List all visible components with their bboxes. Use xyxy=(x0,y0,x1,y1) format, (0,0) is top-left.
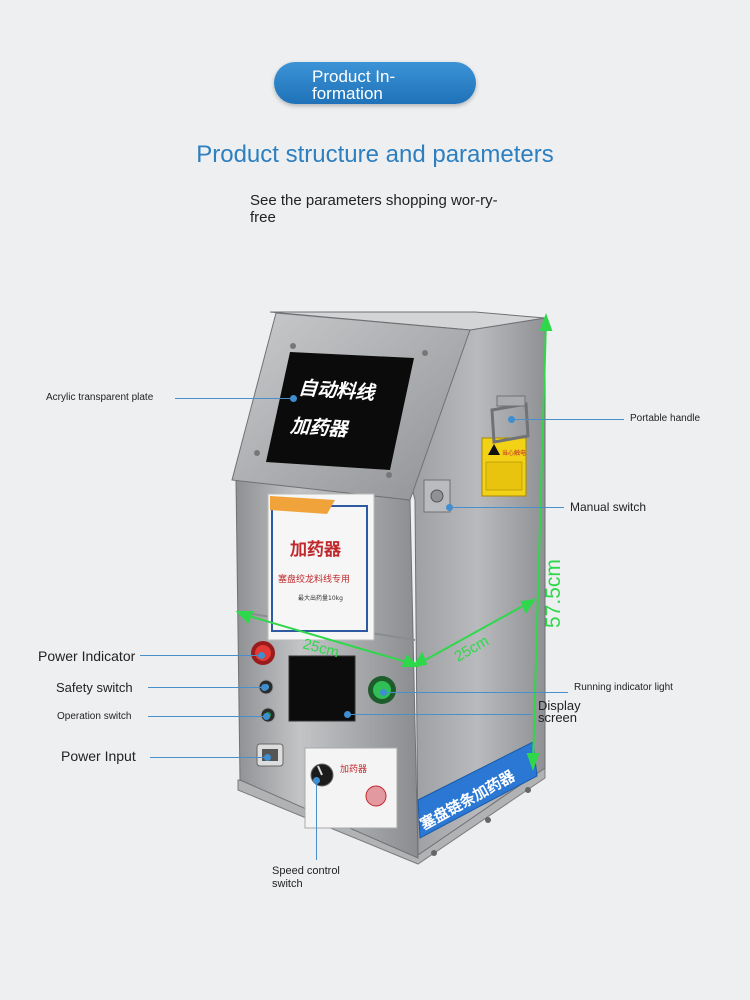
badge-label: Product In-formation xyxy=(312,67,396,103)
page-title: Product structure and parameters xyxy=(196,141,554,168)
dimension-height xyxy=(526,313,553,771)
display-screen xyxy=(288,655,356,722)
label-power-input: Power Input xyxy=(61,748,136,764)
front-label-sub: 塞盘绞龙料线专用 xyxy=(278,573,350,585)
product-information-badge: Product In-formation xyxy=(274,62,476,104)
display-text-line2: 加药器 xyxy=(289,415,350,441)
side-banner xyxy=(417,741,538,839)
label-speed-switch: Speed control switch xyxy=(272,865,340,890)
display-text-line1: 自动料线 xyxy=(298,377,377,404)
height-dimension-label: 57.5cm xyxy=(542,559,565,628)
label-power-indicator: Power Indicator xyxy=(38,648,136,664)
acrylic-display-panel xyxy=(266,352,414,470)
label-portable-handle: Portable handle xyxy=(630,413,701,424)
front-paper-label xyxy=(267,493,375,641)
page-subtitle: See the parameters shopping wor-ry-free xyxy=(250,192,498,226)
warning-text: 当心触电 xyxy=(502,449,526,457)
dimension-width-front xyxy=(235,611,420,667)
label-safety-switch: Safety switch xyxy=(56,680,133,695)
label-manual-switch: Manual switch xyxy=(570,500,647,514)
label-operation-switch: Operation switch xyxy=(57,711,132,722)
label-running-light: Running indicator light xyxy=(574,682,673,693)
front-label-small: 最大出药量10kg xyxy=(298,594,343,602)
front-label-title: 加药器 xyxy=(289,539,342,560)
small-label-title: 加药器 xyxy=(340,764,367,775)
dimension-width-side xyxy=(411,598,537,668)
speed-label-panel xyxy=(304,747,398,829)
label-display-screen: Display screen xyxy=(538,698,581,725)
label-acrylic-plate: Acrylic transparent plate xyxy=(46,392,154,403)
